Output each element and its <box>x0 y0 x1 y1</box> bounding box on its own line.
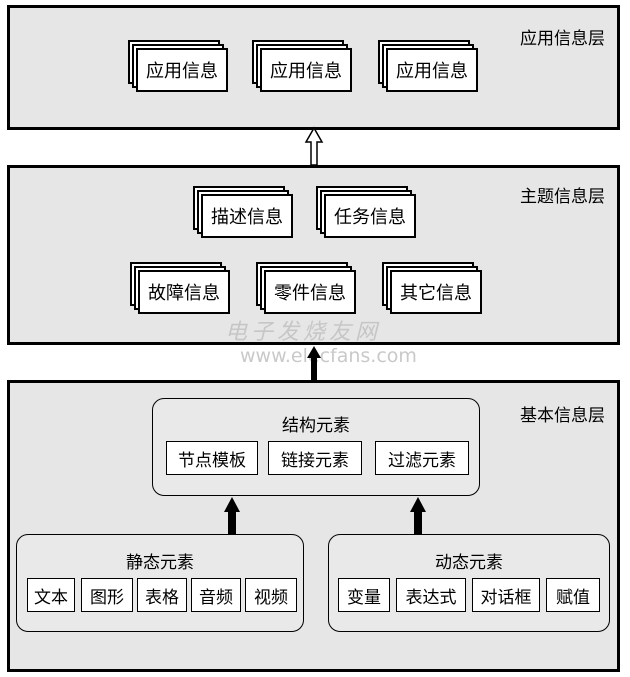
filter-element-box: 过滤元素 <box>375 441 469 475</box>
dynamic-elements-title: 动态元素 <box>435 553 503 573</box>
application-layer: 应用信息层 <box>7 5 620 130</box>
expression-box: 表达式 <box>396 578 466 612</box>
audio-box: 音频 <box>191 578 241 612</box>
base-layer-title: 基本信息层 <box>520 406 605 426</box>
watermark-url: www.elecfans.com <box>240 345 417 367</box>
task-info-card: 任务信息 <box>324 194 416 238</box>
fault-info-card: 故障信息 <box>138 270 230 314</box>
text-box: 文本 <box>27 578 75 612</box>
dialog-box: 对话框 <box>472 578 540 612</box>
part-info-stack: 零件信息 <box>256 262 356 314</box>
app-info-stack: 应用信息 <box>378 40 478 92</box>
variable-box: 变量 <box>338 578 390 612</box>
app-info-stack: 应用信息 <box>128 40 228 92</box>
app-info-card: 应用信息 <box>136 48 228 92</box>
graphic-box: 图形 <box>81 578 133 612</box>
structure-elements-title: 结构元素 <box>282 416 350 436</box>
theme-layer: 主题信息层 <box>7 165 620 345</box>
hollow-up-arrow <box>304 126 324 166</box>
fault-info-stack: 故障信息 <box>130 262 230 314</box>
video-box: 视频 <box>245 578 297 612</box>
app-info-card: 应用信息 <box>260 48 352 92</box>
static-elements-title: 静态元素 <box>126 553 194 573</box>
application-layer-title: 应用信息层 <box>520 29 605 49</box>
assignment-box: 赋值 <box>546 578 600 612</box>
app-info-stack: 应用信息 <box>252 40 352 92</box>
other-info-card: 其它信息 <box>390 270 482 314</box>
node-template-box: 节点模板 <box>166 441 258 475</box>
describe-info-card: 描述信息 <box>201 194 293 238</box>
table-box: 表格 <box>137 578 187 612</box>
watermark-logo-text: 电子发烧友网 <box>225 320 382 345</box>
link-element-box: 链接元素 <box>268 441 362 475</box>
describe-info-stack: 描述信息 <box>193 186 293 238</box>
task-info-stack: 任务信息 <box>316 186 416 238</box>
filled-up-arrow-dynamic-to-structure <box>410 497 426 534</box>
app-info-card: 应用信息 <box>386 48 478 92</box>
part-info-card: 零件信息 <box>264 270 356 314</box>
other-info-stack: 其它信息 <box>382 262 482 314</box>
filled-up-arrow-base-to-theme <box>307 346 321 380</box>
filled-up-arrow-static-to-structure <box>224 497 240 534</box>
theme-layer-title: 主题信息层 <box>520 187 605 207</box>
